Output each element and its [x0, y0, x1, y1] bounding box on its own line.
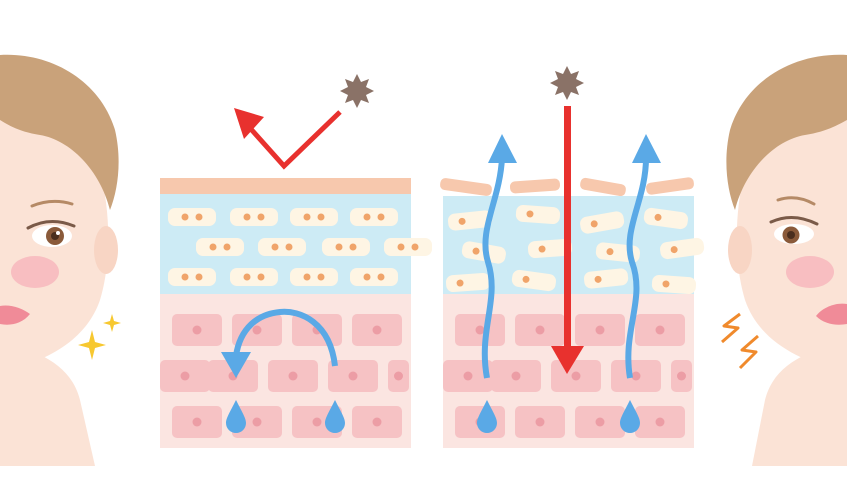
damaged-skin-panel [440, 66, 705, 448]
dermis-cell [611, 360, 661, 392]
epidermis-cell [322, 238, 370, 256]
damaged-dermis-cells [443, 314, 692, 438]
penetrate-arrow-icon [551, 106, 584, 374]
epidermis-cell [258, 238, 306, 256]
epidermis-cell [230, 268, 278, 286]
epidermis-cell [527, 238, 573, 259]
left-face-happy [0, 54, 121, 466]
right-face-neck [752, 340, 847, 466]
right-face-mouth [816, 303, 847, 325]
dermis-cell [635, 314, 685, 346]
dermis-cell [443, 360, 493, 392]
damaged-stratum-corneum [440, 177, 694, 197]
left-face-neck [0, 340, 95, 466]
water-drop-icon [477, 400, 640, 433]
epidermis-cell [168, 268, 216, 286]
escape-arrow-heads [488, 134, 661, 163]
reflect-arrow-icon [234, 108, 342, 170]
dermis-cell [635, 406, 685, 438]
epidermis-cell [350, 268, 398, 286]
left-face-eye [26, 199, 76, 247]
left-face-blush [11, 256, 59, 288]
epidermis-cell [660, 237, 705, 260]
healthy-skin-panel [160, 74, 432, 448]
epidermis-cell [290, 208, 338, 226]
dermis-cell [328, 360, 378, 392]
epidermis-cell [196, 238, 244, 256]
epidermis-cell [230, 208, 278, 226]
dermis-cell [491, 360, 541, 392]
dermis-cell [515, 406, 565, 438]
epidermis-cell [168, 208, 216, 226]
dermis-cell [172, 406, 222, 438]
sparkle-icon [78, 314, 121, 360]
epidermis-cell [290, 268, 338, 286]
epidermis-cell [580, 211, 625, 234]
epidermis-cell [384, 238, 432, 256]
dermis-cell [515, 314, 565, 346]
dermis-cell [292, 314, 342, 346]
water-drop-icon [226, 400, 345, 433]
epidermis-cell [511, 269, 556, 292]
damaged-epidermis-cells [445, 204, 705, 295]
epidermis-cell [643, 207, 688, 230]
dermis-cell [575, 406, 625, 438]
healthy-stratum-corneum [160, 178, 411, 194]
sun-burst-icon [340, 74, 374, 108]
epidermis-cell [447, 210, 493, 231]
epidermis-cell [515, 204, 561, 225]
dermis-cell [232, 406, 282, 438]
lightning-icon [721, 312, 759, 370]
right-face-blush [786, 256, 834, 288]
right-face-troubled [721, 54, 847, 466]
dermis-cell [352, 314, 402, 346]
dermis-cell [671, 360, 692, 392]
epidermis-cell [651, 274, 697, 295]
dermis-cell [160, 360, 210, 392]
epidermis-cell [350, 208, 398, 226]
dermis-cell [575, 314, 625, 346]
dermis-cell [388, 360, 409, 392]
healthy-epidermis-cells [168, 208, 432, 286]
sun-burst-icon [550, 66, 584, 100]
escape-arrow-icon [481, 157, 649, 379]
dermis-cell [551, 360, 601, 392]
circulate-arrow-icon [221, 308, 338, 378]
dermis-cell [352, 406, 402, 438]
dermis-cell [455, 314, 505, 346]
left-face-mouth [0, 305, 30, 325]
dermis-cell [172, 314, 222, 346]
dermis-cell [268, 360, 318, 392]
right-face-eye [769, 196, 819, 244]
epidermis-cell [445, 272, 491, 293]
left-face-ear [94, 226, 118, 274]
epidermis-cell [583, 268, 629, 289]
right-face-hair [726, 54, 847, 211]
right-face-ear [728, 226, 752, 274]
left-face-hair [0, 54, 119, 211]
